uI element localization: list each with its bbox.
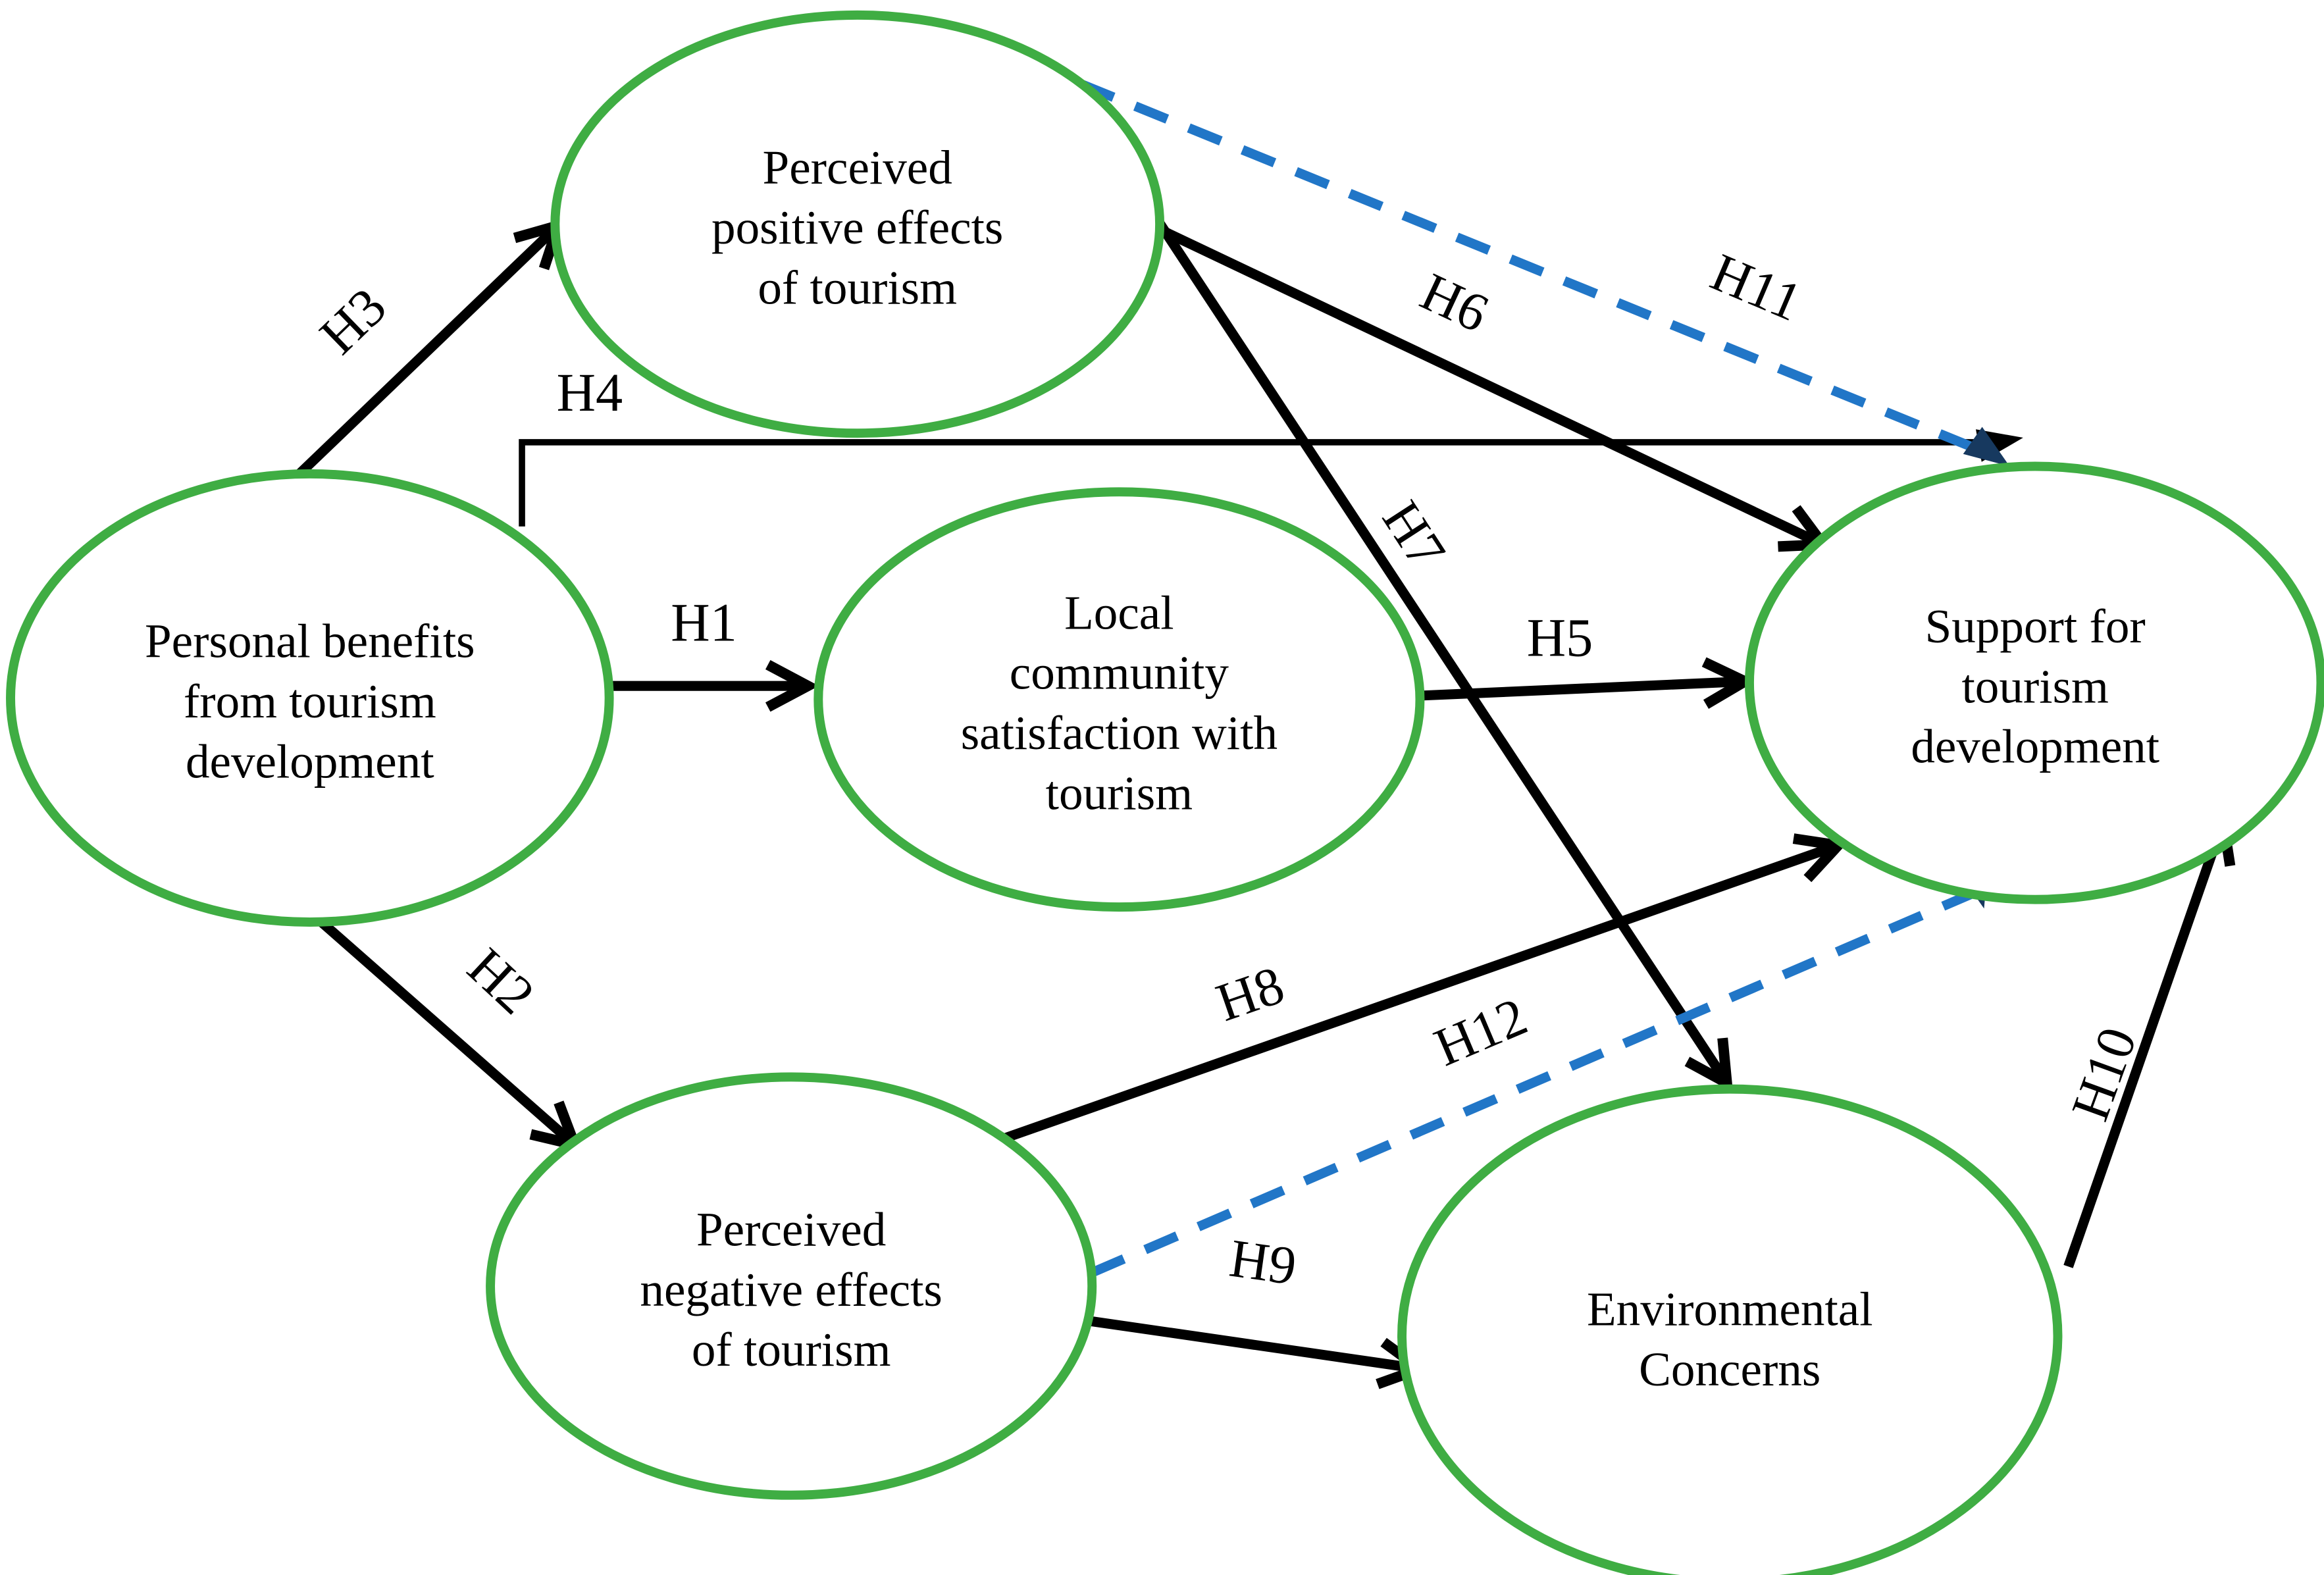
node-community-label-line: Local <box>1064 586 1174 639</box>
node-personal-label-line: development <box>186 735 434 788</box>
node-community-label-line: tourism <box>1046 767 1193 820</box>
edge-H10-label: H10 <box>2060 1020 2148 1127</box>
node-environment-label-line: Environmental <box>1587 1282 1873 1335</box>
node-community-label-line: satisfaction with <box>961 706 1278 760</box>
node-support-ellipse <box>1745 461 2324 904</box>
edge-H10-line <box>2063 819 2228 1268</box>
node-community: Local community satisfaction with tourism <box>813 487 1425 912</box>
edge-H8-label: H8 <box>1209 954 1291 1033</box>
node-support-label-line: Support for <box>1925 600 2146 653</box>
edge-H4-line <box>519 439 1983 527</box>
edge-H1: H1 <box>607 593 819 712</box>
node-support-label-line: tourism <box>1961 659 2108 713</box>
node-negative: Perceived negative effects of tourism <box>486 1072 1097 1500</box>
node-positive-label-line: Perceived <box>763 141 952 194</box>
node-community-label-line: community <box>1010 646 1229 700</box>
node-community-ellipse <box>813 487 1425 912</box>
node-personal: Personal benefits from tourism development <box>6 469 614 927</box>
edge-H1-label: H1 <box>671 593 737 653</box>
edge-H9-label: H9 <box>1226 1228 1300 1297</box>
edge-H12-line <box>1090 877 2003 1278</box>
edge-H4-label: H4 <box>557 363 623 423</box>
edge-H2-line <box>309 910 579 1149</box>
node-environment-label-line: Concerns <box>1639 1343 1820 1396</box>
edge-H5-label: H5 <box>1527 607 1593 667</box>
node-personal-label: Personal benefits from tourism development <box>145 615 475 788</box>
edge-H2-label: H2 <box>457 937 546 1025</box>
node-negative-label-line: of tourism <box>692 1323 891 1376</box>
edge-H3-label: H3 <box>308 276 398 365</box>
edge-H5: H5 <box>1401 607 1757 710</box>
node-personal-ellipse <box>6 469 614 927</box>
edge-H5-line <box>1401 676 1745 702</box>
edge-H6-line <box>1156 224 1826 550</box>
edge-H3-line <box>293 222 562 480</box>
node-community-label: Local community satisfaction with tourism <box>961 586 1278 819</box>
node-positive: Perceived positive effects of tourism <box>550 10 1165 438</box>
node-positive-label-line: of tourism <box>758 261 957 315</box>
node-negative-label-line: negative effects <box>640 1263 943 1316</box>
node-personal-label-line: Personal benefits <box>145 615 475 668</box>
node-negative-label: Perceived negative effects of tourism <box>640 1202 943 1376</box>
edge-H7-arrowhead-icon <box>1684 1037 1734 1093</box>
edge-H8-line <box>1001 840 1840 1144</box>
edge-H7-line <box>1154 218 1731 1086</box>
node-positive-label-line: positive effects <box>711 201 1003 254</box>
edge-H11-label: H11 <box>1703 242 1810 332</box>
node-negative-label-line: Perceived <box>696 1202 886 1256</box>
edge-H2: H2 <box>309 910 583 1152</box>
edge-H11-arrowhead-icon <box>1963 426 2010 467</box>
edge-H12-label: H12 <box>1426 986 1536 1077</box>
node-negative-ellipse <box>486 1072 1097 1500</box>
edge-H1-arrowhead-icon <box>765 659 819 712</box>
edge-H6-label: H6 <box>1412 261 1497 344</box>
node-positive-ellipse <box>550 10 1165 438</box>
node-support: Support for tourism development <box>1745 461 2324 904</box>
node-positive-label: Perceived positive effects of tourism <box>711 141 1003 315</box>
edge-H11-line <box>1079 80 1984 456</box>
edge-H9: H9 <box>1087 1228 1432 1389</box>
node-personal-label-line: from tourism <box>184 675 436 728</box>
node-environment-ellipse <box>1397 1084 2063 1575</box>
node-support-label: Support for tourism development <box>1911 600 2159 773</box>
edge-H9-line <box>1087 1316 1421 1374</box>
node-support-label-line: development <box>1911 720 2159 773</box>
